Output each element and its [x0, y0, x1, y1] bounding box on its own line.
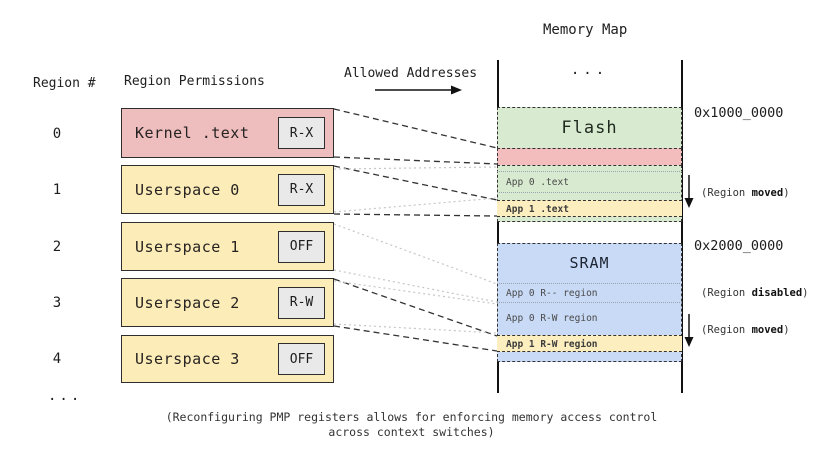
memory-column-left-rail [497, 60, 499, 393]
allowed-addresses-arrow [375, 85, 462, 95]
region-number-1: 1 [52, 182, 62, 198]
sram-label: SRAM [569, 254, 610, 272]
app0-text-label: App 0 .text [506, 177, 569, 188]
region-permissions-header: Region Permissions [124, 74, 265, 89]
permission-badge: OFF [278, 230, 325, 263]
permission-box-label: Kernel .text [135, 124, 250, 142]
kernel-text-region [497, 148, 682, 166]
region-separator [497, 171, 682, 172]
permission-badge: R-X [278, 173, 325, 206]
app1-text-strip: App 1 .text [497, 200, 682, 217]
region-moved-note-bottom: (Region moved) [701, 324, 790, 336]
region-number-header: Region # [33, 76, 96, 91]
region-separator [497, 283, 682, 284]
permission-box-kernel-text: Kernel .text R-X [121, 108, 334, 158]
region-list-ellipsis: ... [48, 388, 83, 404]
region-number-4: 4 [52, 351, 62, 367]
permission-box-label: Userspace 1 [135, 237, 240, 256]
region-moved-note-top: (Region moved) [701, 187, 790, 199]
region-number-0: 0 [52, 126, 62, 142]
permission-box-label: Userspace 2 [135, 293, 240, 312]
flash-region: Flash [497, 107, 682, 149]
caption-line-1: (Reconfiguring PMP registers allows for … [165, 410, 658, 424]
permission-box-userspace-2: Userspace 2 R-W [121, 278, 334, 327]
permission-badge: OFF [278, 343, 325, 375]
current-mapping-lines [333, 108, 498, 352]
flash-label: Flash [561, 118, 618, 138]
memory-map-title: Memory Map [543, 22, 628, 38]
app1-rw-strip: App 1 R-W region [497, 335, 682, 352]
region-moved-arrow-top [684, 175, 694, 208]
region-separator [497, 192, 682, 193]
permission-badge: R-X [278, 117, 325, 149]
diagram-caption: (Reconfiguring PMP registers allows for … [0, 410, 823, 440]
region-moved-arrow-bottom [684, 314, 694, 347]
permission-box-label: Userspace 3 [135, 350, 240, 368]
permission-box-label: Userspace 0 [135, 180, 240, 199]
sram-base-address: 0x2000_0000 [694, 238, 784, 254]
app0-rw-region-label: App 0 R-W region [506, 313, 598, 324]
app0-r-region-label: App 0 R-- region [506, 288, 598, 299]
app1-text-label: App 1 .text [506, 204, 569, 215]
region-disabled-note: (Region disabled) [701, 287, 809, 299]
permission-box-userspace-1: Userspace 1 OFF [121, 222, 334, 271]
memory-column-right-rail [681, 60, 683, 393]
app1-rw-region-label: App 1 R-W region [506, 339, 598, 350]
memory-top-ellipsis: ... [570, 62, 609, 78]
allowed-addresses-header: Allowed Addresses [344, 66, 478, 81]
permission-box-userspace-3: Userspace 3 OFF [121, 335, 334, 383]
permission-box-userspace-0: Userspace 0 R-X [121, 165, 334, 214]
region-number-3: 3 [52, 295, 62, 311]
region-separator [497, 302, 682, 303]
region-number-2: 2 [52, 239, 62, 255]
previous-mapping-lines [333, 166, 498, 334]
flash-base-address: 0x1000_0000 [694, 105, 784, 121]
caption-line-2: across context switches) [328, 425, 495, 439]
permission-badge: R-W [278, 286, 325, 319]
